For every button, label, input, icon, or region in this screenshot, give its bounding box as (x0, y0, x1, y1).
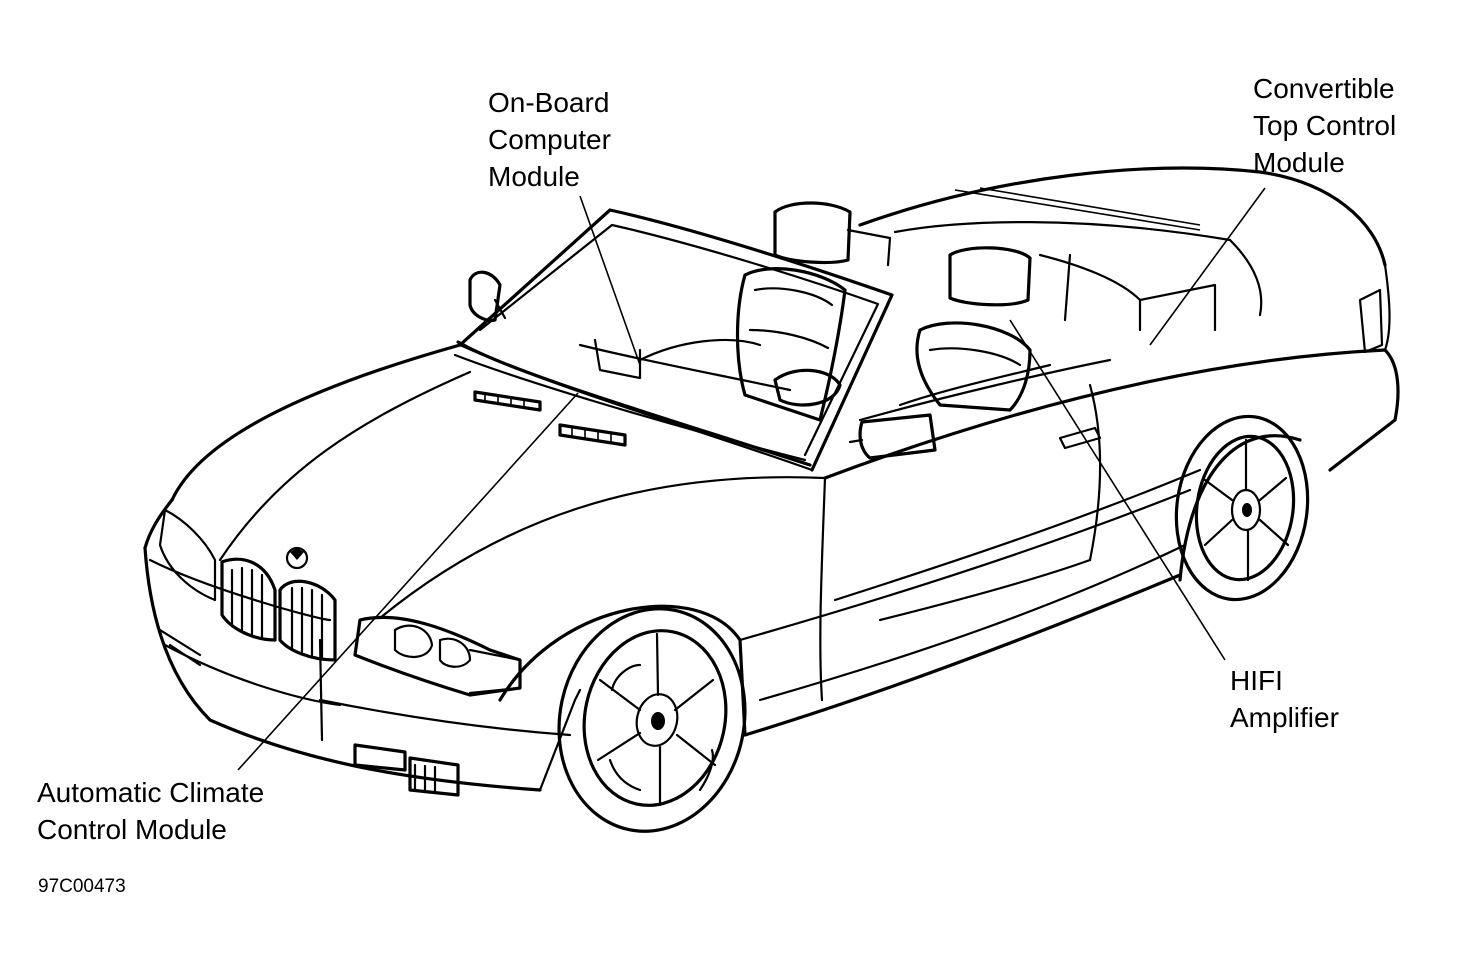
label-line: HIFI (1230, 665, 1283, 696)
label-line: Computer (488, 124, 611, 155)
hood-vents (473, 390, 627, 447)
windshield-frame (453, 208, 937, 472)
front-wheel (557, 607, 747, 833)
label-line: Control Module (37, 814, 227, 845)
rear-wheel (1174, 414, 1310, 602)
label-line: Amplifier (1230, 702, 1339, 733)
label-line: Top Control (1253, 110, 1397, 141)
rear-headrests (773, 201, 1032, 307)
automatic-climate-control-module-label: Automatic Climate Control Module (37, 774, 264, 848)
label-line: Convertible (1253, 73, 1395, 104)
label-line: Module (1253, 147, 1345, 178)
convertible-top-control-module-label: Convertible Top Control Module (1253, 70, 1396, 181)
onboard-computer-module-label: On-Board Computer Module (488, 84, 611, 195)
interior-seats (578, 187, 1263, 422)
label-line: On-Board (488, 87, 610, 118)
label-line: Module (488, 161, 580, 192)
figure-id: 97C00473 (38, 876, 126, 897)
leader-lines (237, 187, 1266, 771)
hifi-amplifier-label: HIFI Amplifier (1230, 662, 1339, 736)
fog-lights (158, 628, 460, 797)
headlight (353, 615, 522, 697)
label-line: Automatic Climate (37, 777, 265, 808)
front-grille (158, 508, 337, 662)
